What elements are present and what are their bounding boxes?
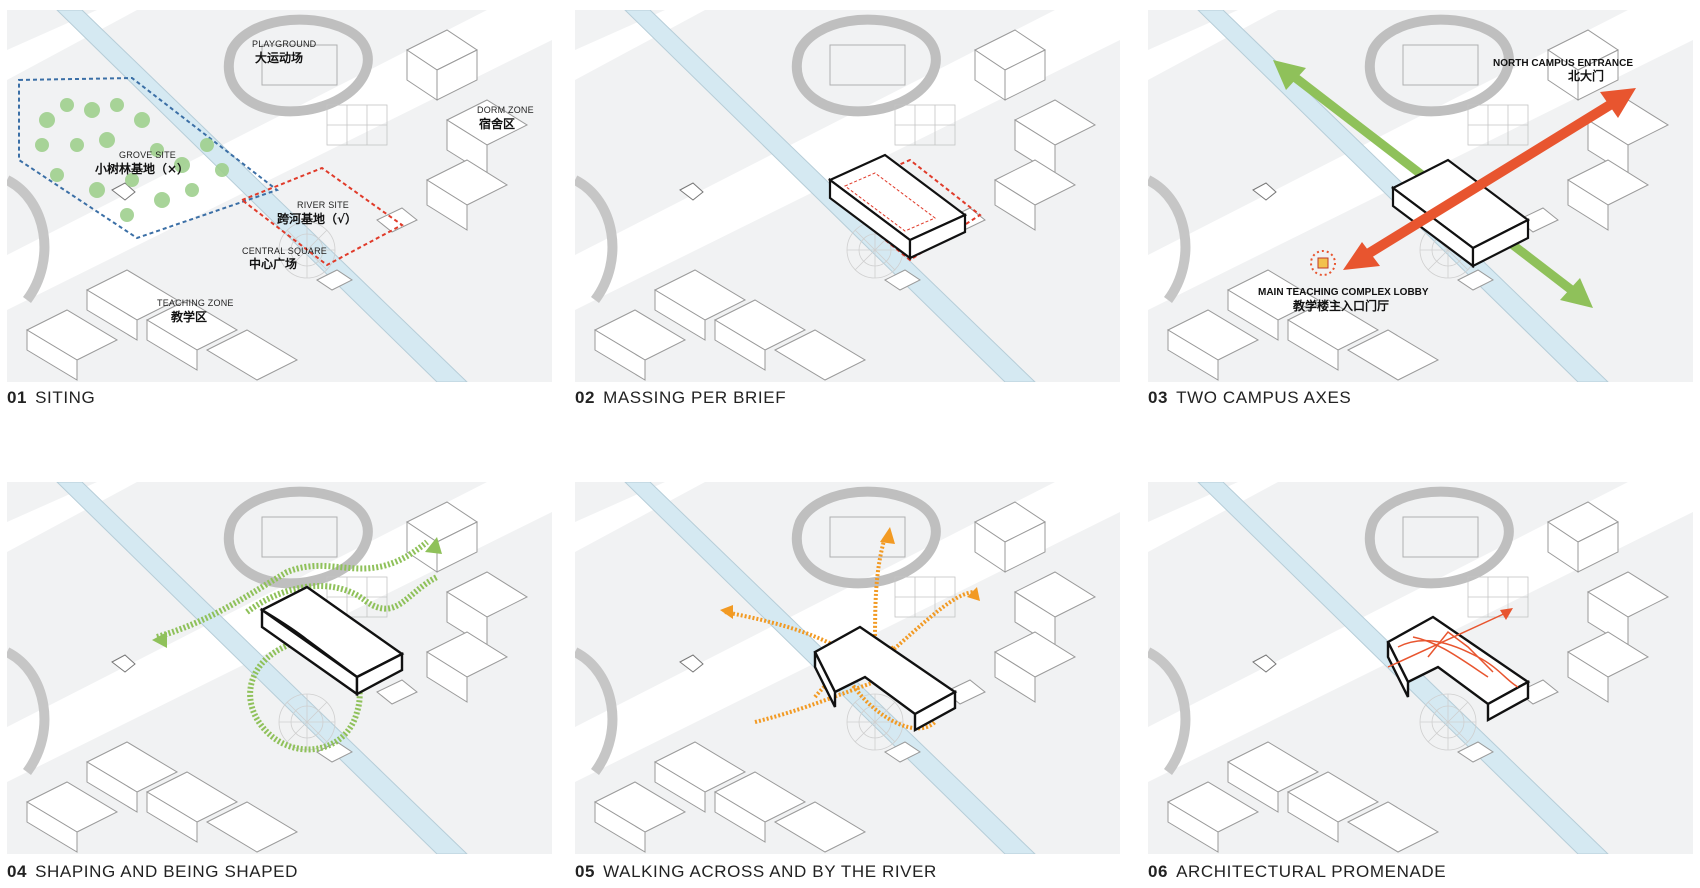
label-teaching-en: TEACHING ZONE [157, 298, 234, 308]
massing-block [1390, 158, 1531, 269]
orange-axis-arrow [1343, 88, 1636, 270]
panel-06-promenade [1148, 482, 1693, 854]
label-lobby-cn: 教学楼主入口门厅 [1292, 298, 1389, 313]
label-playground-en: PLAYGROUND [252, 39, 317, 49]
label-river-cn: 跨河基地（√） [277, 211, 357, 226]
grove-trees [35, 98, 229, 222]
panel-02-massing [575, 10, 1120, 382]
panel-05-walking [575, 482, 1120, 854]
grove-site-boundary [18, 76, 280, 240]
panel-04-shaping [7, 482, 552, 854]
arrow-head-promenade [1500, 608, 1513, 620]
site-plan-01: PLAYGROUND 大运动场 DORM ZONE 宿舍区 GROVE SITE… [7, 10, 552, 382]
label-river-en: RIVER SITE [297, 200, 349, 210]
arrow-head-ne [967, 587, 980, 601]
label-grove-cn: 小树林基地（×） [95, 161, 189, 176]
river-site-boundary [239, 166, 404, 267]
label-square-cn: 中心广场 [249, 256, 297, 271]
label-dorm-cn: 宿舍区 [479, 116, 515, 131]
site-plan-06 [1148, 482, 1693, 854]
massing-block [259, 585, 405, 697]
site-plan-04 [7, 482, 552, 854]
label-north-entrance-cn: 北大门 [1568, 68, 1604, 83]
panel-01-siting: PLAYGROUND 大运动场 DORM ZONE 宿舍区 GROVE SITE… [7, 10, 552, 382]
site-plan-02 [575, 10, 1120, 382]
green-dotted-paths [156, 539, 439, 753]
label-square-en: CENTRAL SQUARE [242, 246, 327, 256]
label-dorm-en: DORM ZONE [477, 105, 534, 115]
site-plan-05 [575, 482, 1120, 854]
label-playground-cn: 大运动场 [255, 50, 303, 65]
arrow-head-w [152, 632, 167, 648]
massing-block [813, 625, 958, 733]
massing-block [1386, 615, 1531, 723]
promenade-red-lines [1387, 611, 1519, 688]
label-lobby-en: MAIN TEACHING COMPLEX LOBBY [1258, 287, 1429, 298]
arrow-head-w [720, 605, 733, 619]
lobby-sunburst-icon [1310, 250, 1336, 276]
label-grove-en: GROVE SITE [119, 150, 176, 160]
label-north-entrance-en: NORTH CAMPUS ENTRANCE [1493, 58, 1633, 69]
arrow-head-ne [425, 537, 442, 554]
panel-03-axes: NORTH CAMPUS ENTRANCE 北大门 MAIN TEACHING … [1148, 10, 1693, 382]
arrow-head-n [880, 527, 895, 544]
massing-block [827, 153, 968, 261]
label-teaching-cn: 教学区 [170, 309, 207, 324]
site-plan-03: NORTH CAMPUS ENTRANCE 北大门 MAIN TEACHING … [1148, 10, 1693, 382]
